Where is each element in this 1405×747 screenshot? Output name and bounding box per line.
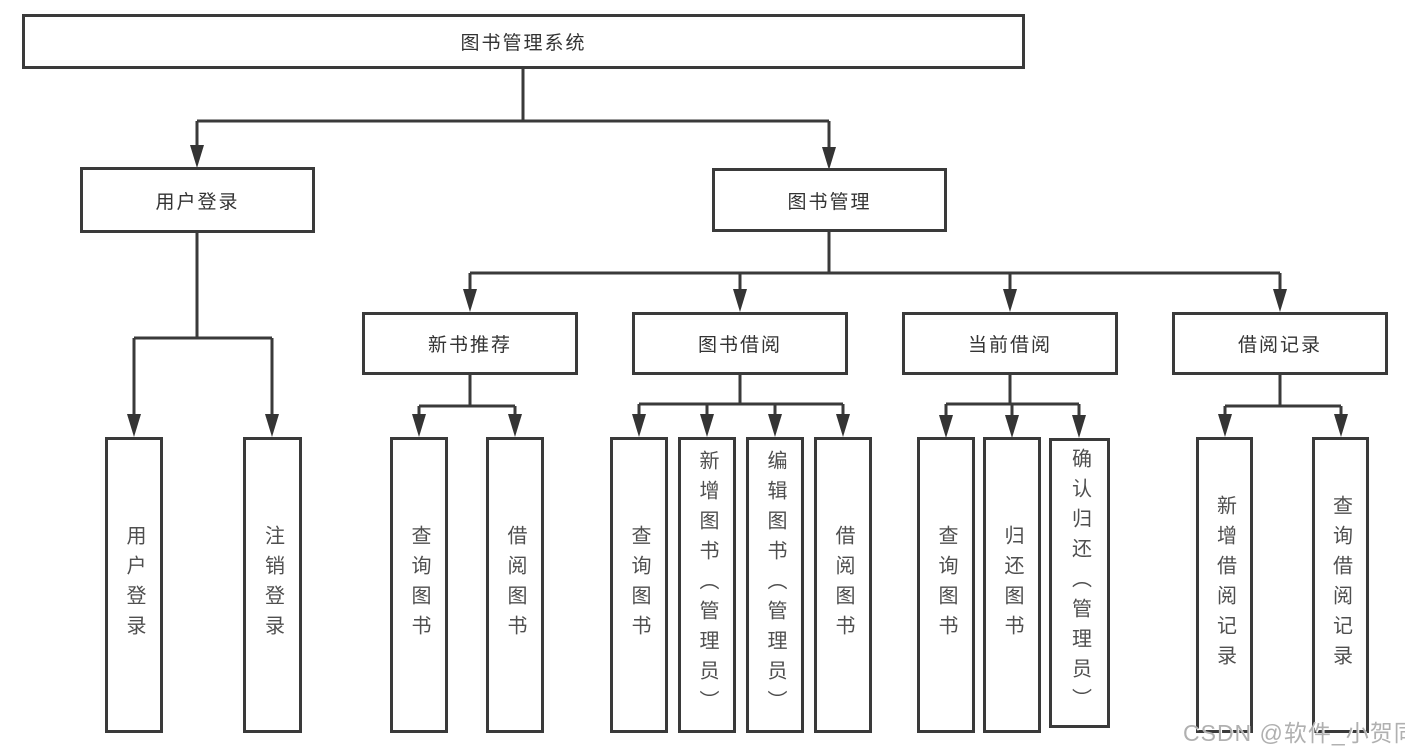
leaf-return-books: 归还图书 (983, 437, 1041, 733)
leaf-borrow-books-2: 借阅图书 (814, 437, 872, 733)
leaf-label: 借阅图书 (504, 525, 526, 645)
leaf-edit-book-admin: 编辑图书（管理员） (746, 437, 804, 733)
csdn-watermark: CSDN @软件_小贺同学 (1183, 720, 1405, 746)
leaf-logout-login: 注销登录 (243, 437, 302, 733)
node-borrow-records: 借阅记录 (1172, 312, 1388, 375)
leaf-add-book-admin: 新增图书（管理员） (678, 437, 736, 733)
node-book-borrow: 图书借阅 (632, 312, 848, 375)
node-root-system: 图书管理系统 (22, 14, 1025, 69)
leaf-query-books-recommend: 查询图书 (390, 437, 448, 733)
leaf-label: 确认归还（管理员） (1068, 448, 1091, 718)
node-current-borrow: 当前借阅 (902, 312, 1118, 375)
leaf-user-login: 用户登录 (105, 437, 163, 733)
arrowheads (127, 145, 1348, 438)
leaf-label: 借阅图书 (832, 525, 854, 645)
node-new-book-recommend: 新书推荐 (362, 312, 578, 375)
leaf-query-borrow-record: 查询借阅记录 (1312, 437, 1369, 733)
leaf-label: 查询借阅记录 (1329, 495, 1352, 675)
leaf-borrow-books-recommend: 借阅图书 (486, 437, 544, 733)
leaf-label: 注销登录 (261, 525, 284, 645)
node-user-login-branch: 用户登录 (80, 167, 315, 233)
leaf-label: 用户登录 (123, 525, 145, 645)
leaf-add-borrow-record: 新增借阅记录 (1196, 437, 1253, 733)
leaf-confirm-return-admin: 确认归还（管理员） (1049, 438, 1110, 728)
leaf-label: 查询图书 (935, 525, 957, 645)
leaf-label: 查询图书 (408, 525, 430, 645)
leaf-label: 新增图书（管理员） (696, 450, 718, 720)
leaf-label: 查询图书 (628, 525, 650, 645)
leaf-label: 新增借阅记录 (1213, 495, 1236, 675)
leaf-label: 编辑图书（管理员） (764, 450, 786, 720)
leaf-label: 归还图书 (1001, 525, 1023, 645)
node-book-management: 图书管理 (712, 168, 947, 232)
leaf-query-books-current: 查询图书 (917, 437, 975, 733)
leaf-query-books-borrow: 查询图书 (610, 437, 668, 733)
